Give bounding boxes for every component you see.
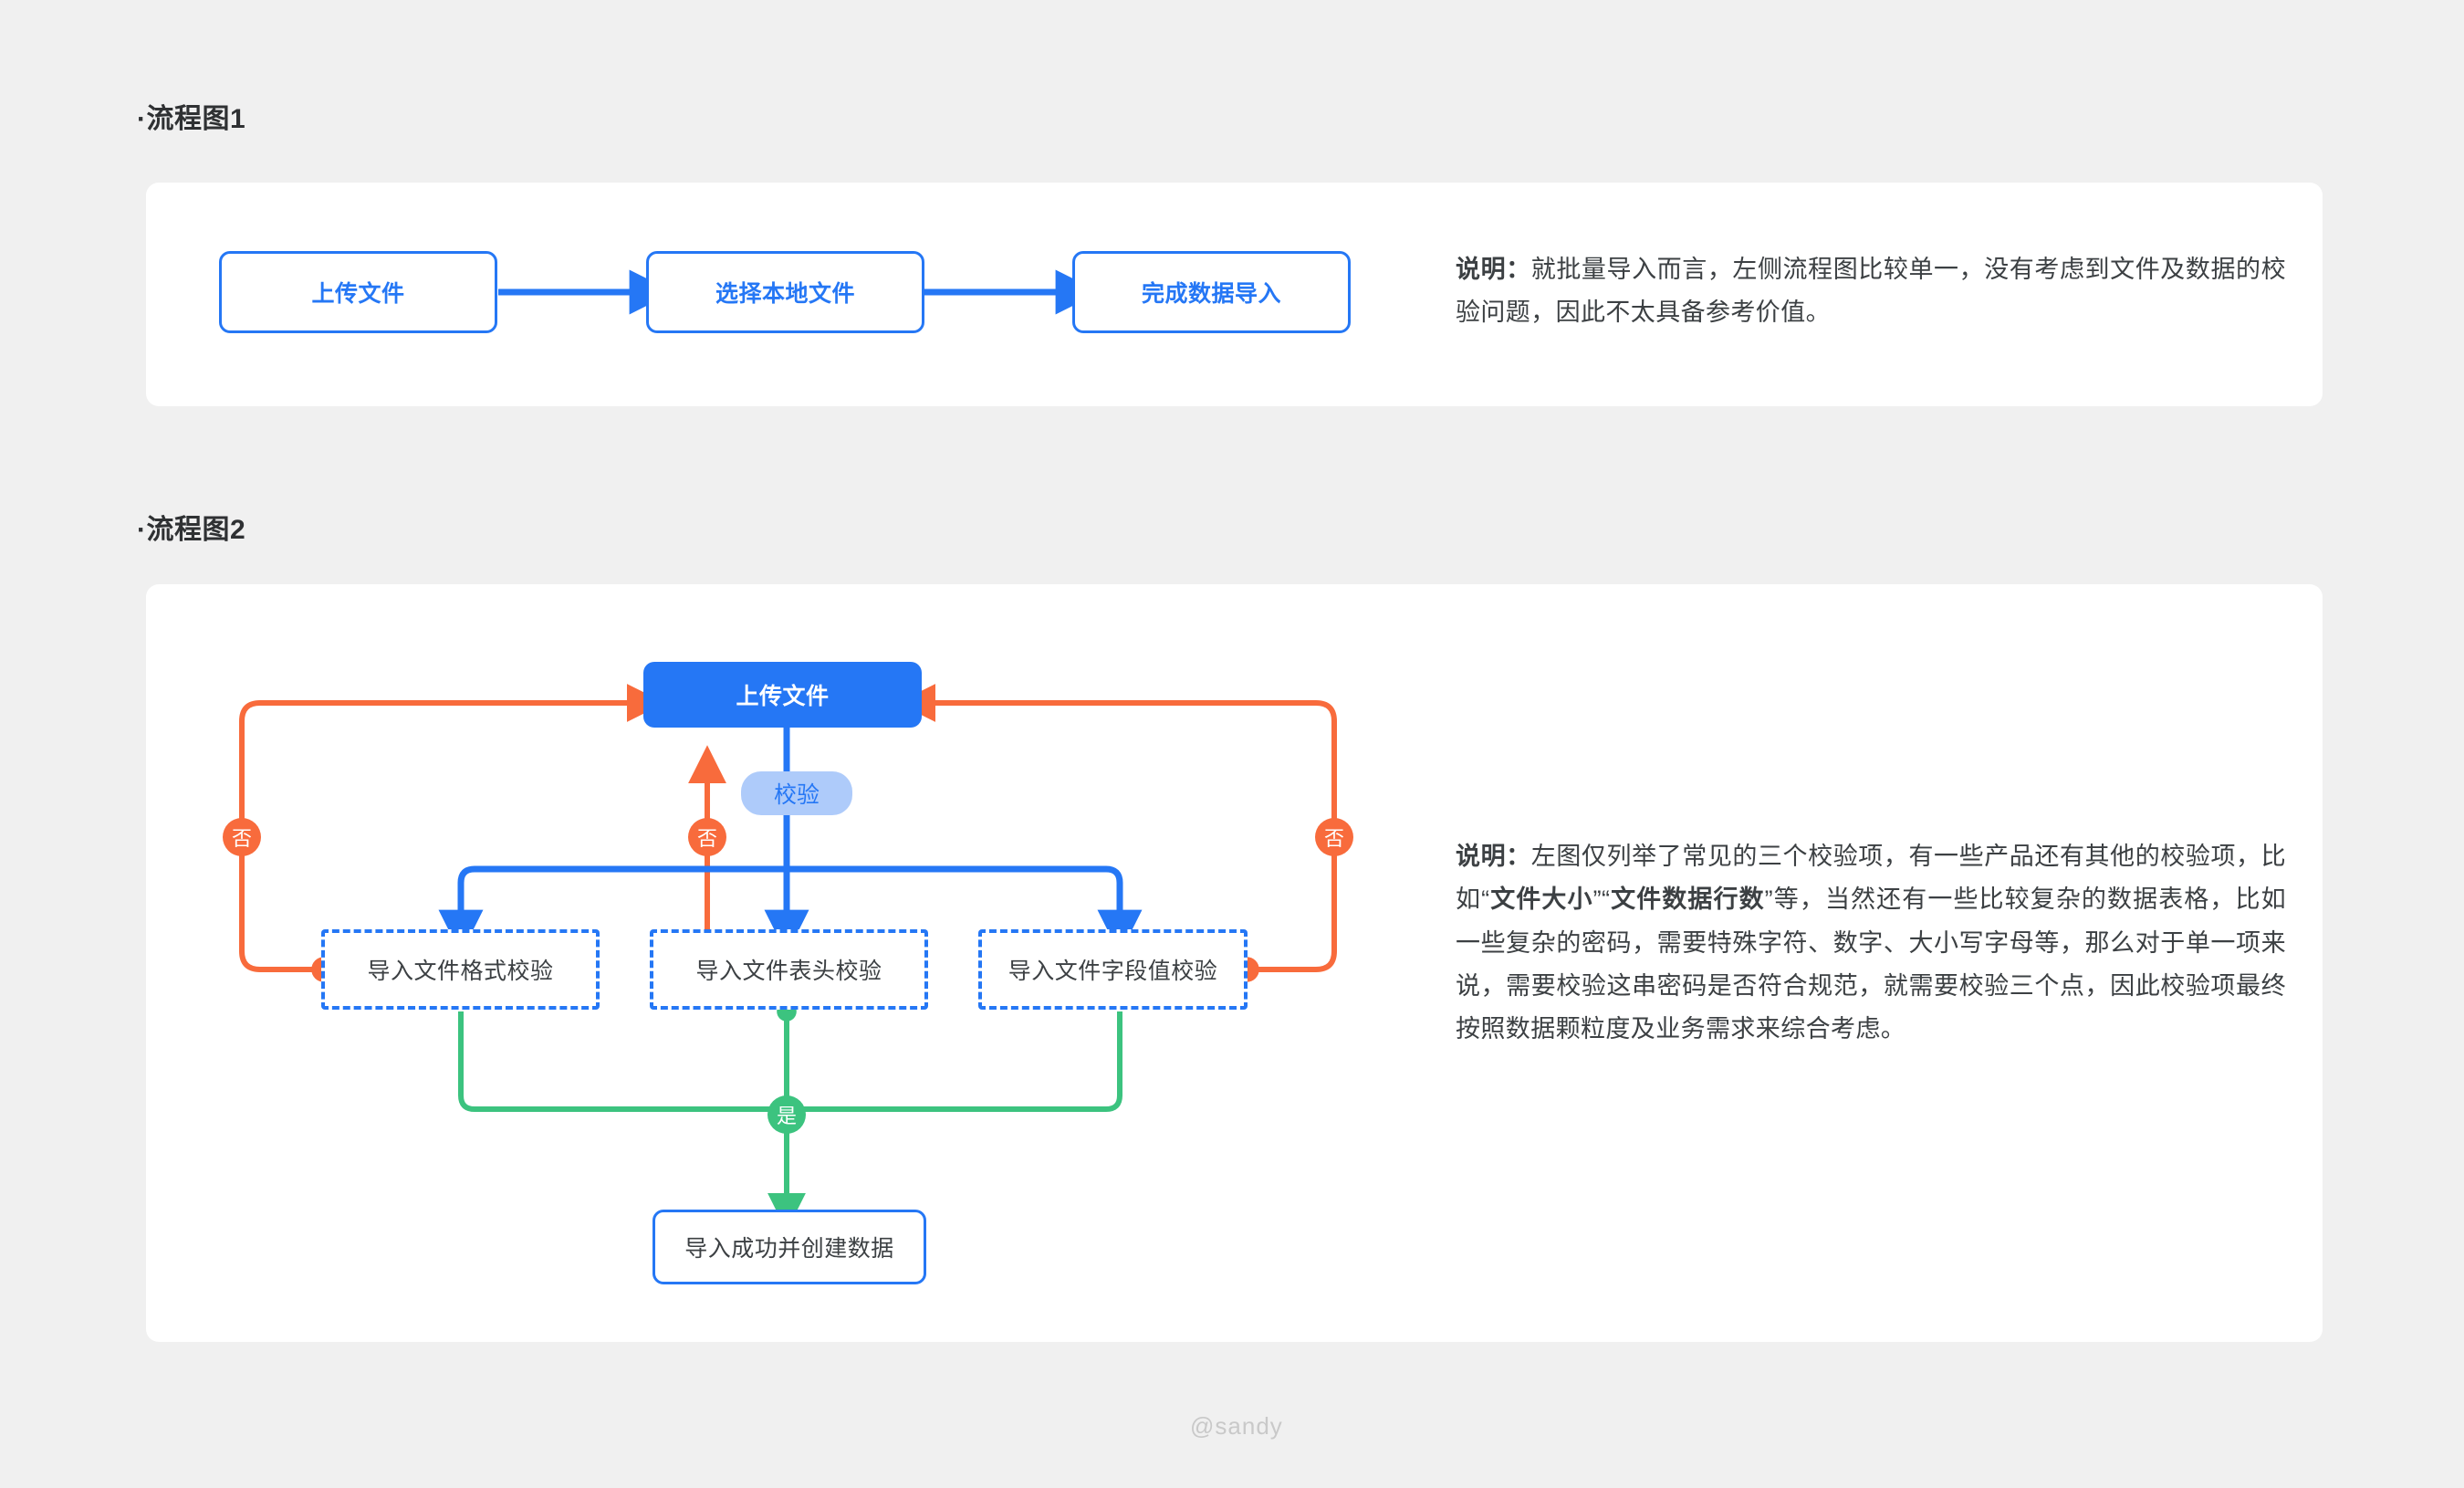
section-2-desc-part1: 左图仅列举了常见的三个校验项，有一些产品还有其他的校验项，比如“ (1456, 843, 2287, 914)
flow2-badge-yes-label: 是 (776, 1105, 797, 1127)
flow1-node-1[interactable]: 选择本地文件 (646, 251, 924, 333)
section-1-desc-lead: 说明： (1456, 256, 1531, 283)
section-2-desc-part3: ”等，当然还有一些比较复杂的数据表格，比如一些复杂的密码，需要特殊字符、数字、大… (1456, 885, 2287, 1043)
flow2-badge-no-left: 否 (223, 818, 261, 856)
flow2-badge-no-left-label: 否 (231, 827, 252, 850)
flow2-badge-no-middle: 否 (688, 818, 726, 856)
watermark: @sandy (1190, 1412, 1283, 1440)
flow1-node-2-label: 完成数据导入 (1141, 281, 1281, 307)
section-1-description: 说明：就批量导入而言，左侧流程图比较单一，没有考虑到文件及数据的校验问题，因此不… (1456, 248, 2286, 335)
section-1-desc-body: 就批量导入而言，左侧流程图比较单一，没有考虑到文件及数据的校验问题，因此不太具备… (1456, 256, 2287, 327)
flow1-node-0[interactable]: 上传文件 (219, 251, 497, 333)
flow2-success-node[interactable]: 导入成功并创建数据 (653, 1210, 926, 1284)
flow2-badge-no-middle-label: 否 (696, 827, 717, 850)
flow2-start-node[interactable]: 上传文件 (643, 662, 922, 728)
flow1-node-1-label: 选择本地文件 (715, 281, 855, 307)
flow2-badge-no-right-label: 否 (1323, 827, 1344, 850)
section-2-title: ·流程图2 (137, 515, 246, 545)
flow2-check-node-0[interactable]: 导入文件格式校验 (321, 929, 600, 1010)
section-1-title: ·流程图1 (137, 104, 246, 134)
flow2-check-node-2-label: 导入文件字段值校验 (1008, 959, 1218, 984)
section-2-desc-lead: 说明： (1456, 843, 1531, 870)
flow1-node-2[interactable]: 完成数据导入 (1072, 251, 1351, 333)
flow2-validate-pill-label: 校验 (773, 782, 820, 808)
flow2-check-node-0-label: 导入文件格式校验 (367, 959, 554, 984)
flow2-check-node-1-label: 导入文件表头校验 (695, 959, 882, 984)
flow2-badge-no-right: 否 (1315, 818, 1353, 856)
section-2-desc-bold1: 文件大小 (1489, 885, 1593, 914)
flow2-check-node-1[interactable]: 导入文件表头校验 (650, 929, 928, 1010)
section-2-desc-bold2: 文件数据行数 (1610, 885, 1765, 914)
section-2-description: 说明：左图仅列举了常见的三个校验项，有一些产品还有其他的校验项，比如“文件大小”… (1456, 835, 2286, 1051)
flow2-check-node-2[interactable]: 导入文件字段值校验 (978, 929, 1248, 1010)
flow1-node-0-label: 上传文件 (311, 281, 405, 307)
flow2-badge-yes: 是 (767, 1095, 806, 1134)
flow2-start-node-label: 上传文件 (736, 684, 830, 709)
flow2-success-node-label: 导入成功并创建数据 (684, 1236, 894, 1262)
flow2-validate-pill: 校验 (741, 771, 852, 815)
section-2-desc-part2: ”“ (1592, 885, 1611, 914)
